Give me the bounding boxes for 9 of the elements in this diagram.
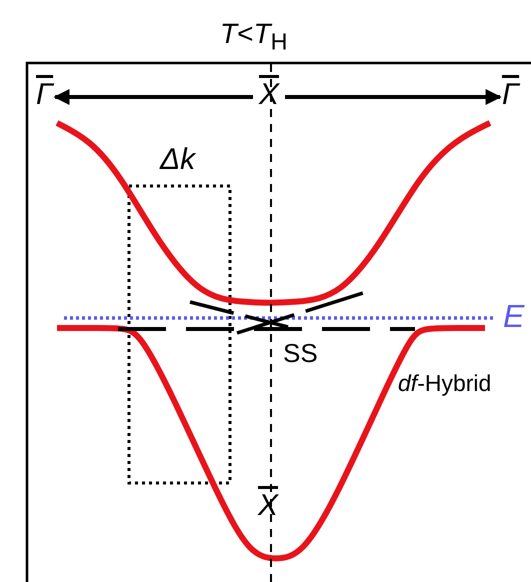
- hybridization-band-label: df-Hybrid: [398, 372, 492, 395]
- surface-state-label: SS: [283, 340, 318, 366]
- momentum-width-label: Δk: [160, 145, 196, 175]
- k-point-label: Γ: [36, 76, 54, 110]
- k-point-label: Γ: [502, 76, 520, 110]
- title: T<T$_{H}$: [220, 20, 288, 54]
- fermi-energy-label: E: [503, 300, 524, 332]
- arrow: [54, 89, 253, 105]
- arrow: [285, 89, 502, 105]
